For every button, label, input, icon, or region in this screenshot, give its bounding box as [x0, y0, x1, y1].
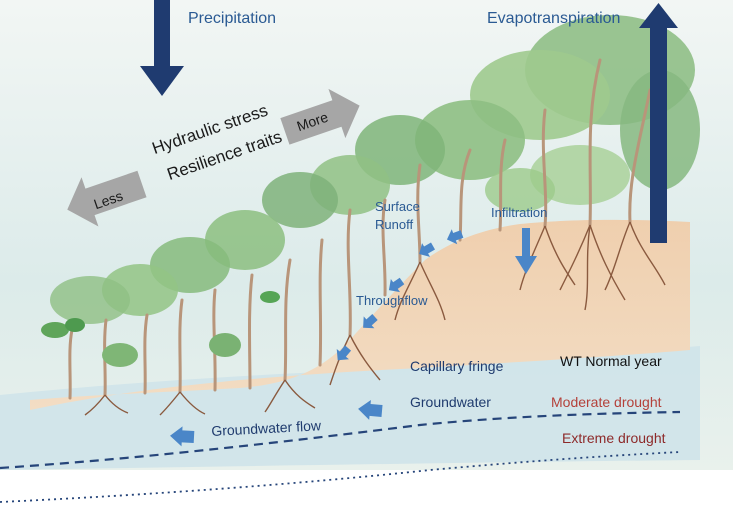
- tree-roots: [84, 221, 666, 416]
- evapotranspiration-arrow: [639, 3, 678, 243]
- surface-runoff-arrows: [419, 229, 464, 257]
- infiltration-arrow: [515, 228, 537, 274]
- groundwater-label: Groundwater: [410, 394, 491, 410]
- infiltration-label: Infiltration: [491, 205, 548, 220]
- throughflow-label: Throughflow: [356, 293, 428, 308]
- capillary-fringe-label: Capillary fringe: [410, 358, 504, 374]
- throughflow-arrows: [336, 277, 405, 361]
- surface-runoff-label-1: Surface: [375, 199, 420, 214]
- moderate-drought-label: Moderate drought: [551, 394, 662, 410]
- moderate-drought-line: [0, 410, 681, 470]
- more-arrow: [280, 88, 360, 145]
- extreme-drought-label: Extreme drought: [562, 430, 666, 446]
- extreme-drought-line: [0, 451, 681, 503]
- evapotranspiration-label: Evapotranspiration: [487, 10, 621, 27]
- foreground-plants: [41, 291, 280, 367]
- wt-normal-year-label: WT Normal year: [560, 353, 662, 369]
- precipitation-arrow: [140, 0, 184, 96]
- precipitation-label: Precipitation: [188, 10, 277, 27]
- surface-runoff-label-2: Runoff: [375, 217, 414, 232]
- less-arrow: [67, 170, 147, 227]
- groundwater-flow-arrows: [170, 399, 383, 447]
